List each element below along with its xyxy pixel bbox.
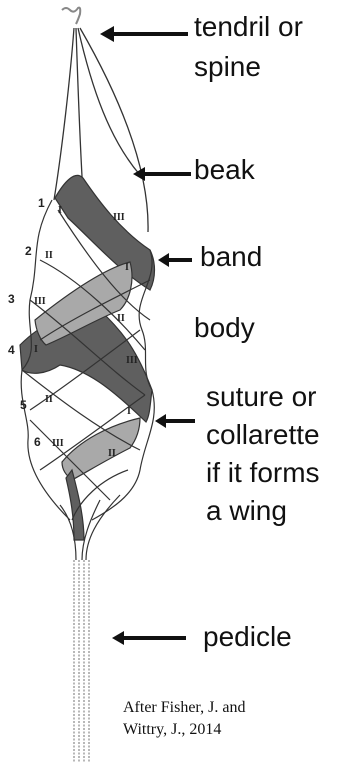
row-number-3: 3 [8, 292, 15, 306]
numeral-III-row6: III [52, 438, 64, 449]
label-tendril-line2: spine [194, 50, 261, 84]
label-pedicle: pedicle [203, 620, 292, 654]
credit-text: After Fisher, J. and Wittry, J., 2014 [123, 697, 245, 741]
label-body: body [194, 311, 255, 345]
arrow-tendril [100, 22, 190, 46]
numeral-II-row5: II [45, 394, 53, 405]
arrow-beak [133, 164, 193, 184]
tendril-squiggle [62, 8, 80, 24]
numeral-I-row4: I [34, 344, 38, 355]
label-suture-line2: collarette [206, 418, 320, 452]
band-dark-lower [66, 470, 84, 540]
row-number-4: 4 [8, 343, 15, 357]
label-beak: beak [194, 153, 255, 187]
arrow-suture [155, 412, 197, 430]
credit-line1: After Fisher, J. and [123, 697, 245, 719]
numeral-III-top: III [113, 212, 125, 223]
label-suture-line3: if it forms [206, 456, 320, 490]
numeral-II-row6: II [108, 448, 116, 459]
row-number-6: 6 [34, 435, 41, 449]
arrow-pedicle [112, 628, 188, 648]
numeral-I-row5: I [127, 406, 131, 417]
numeral-I-row2: I [125, 262, 129, 273]
numeral-III-row4: III [126, 355, 138, 366]
neck-strands [60, 495, 120, 560]
numeral-III-row3: III [34, 296, 46, 307]
numeral-II-row2: II [45, 250, 53, 261]
pedicle-strands [74, 560, 89, 762]
numeral-II-row3: II [117, 313, 125, 324]
row-number-2: 2 [25, 244, 32, 258]
arrow-band [158, 251, 194, 269]
label-band: band [200, 240, 262, 274]
numeral-I-top: I [58, 205, 62, 216]
row-number-5: 5 [20, 398, 27, 412]
label-tendril-line1: tendril or [194, 10, 303, 44]
label-suture-line1: suture or [206, 380, 317, 414]
row-number-1: 1 [38, 196, 45, 210]
credit-line2: Wittry, J., 2014 [123, 719, 245, 741]
label-suture-line4: a wing [206, 494, 287, 528]
